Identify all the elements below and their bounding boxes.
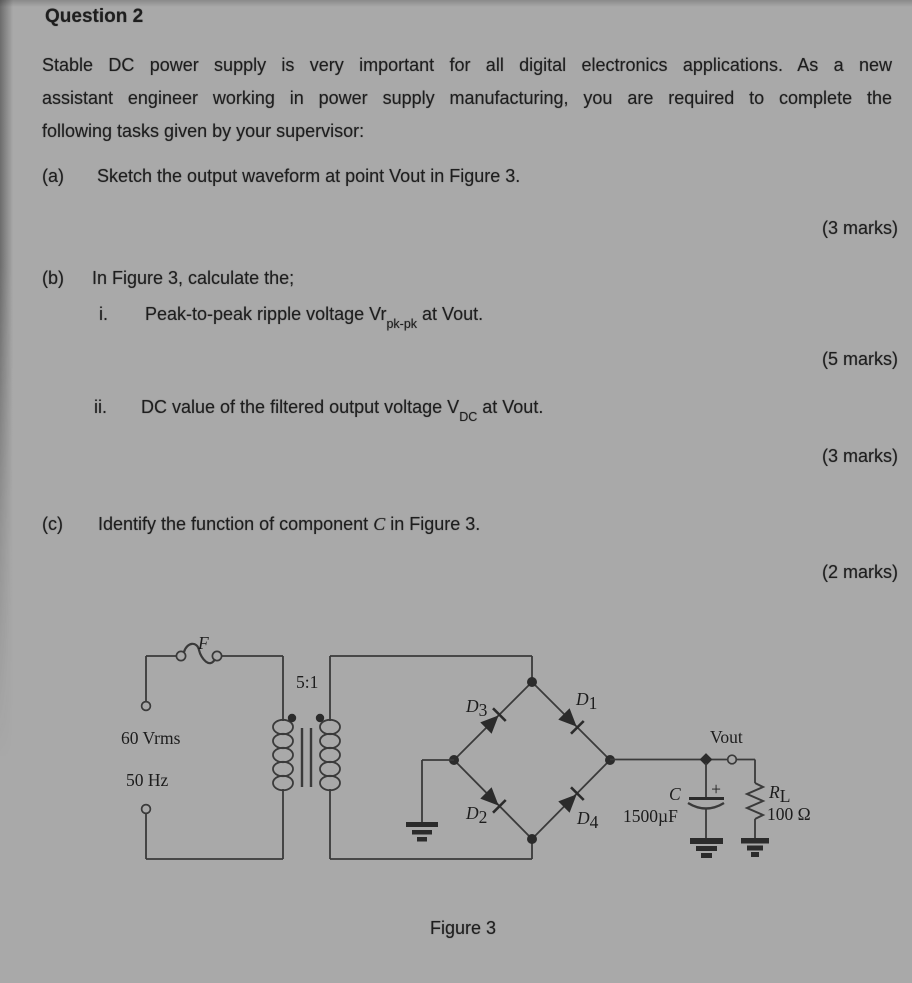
ground-bar (747, 845, 763, 851)
part-b-i-text: Peak-to-peak ripple voltage Vrpk-pk at V… (145, 304, 484, 332)
question-title: Question 2 (45, 6, 144, 27)
bridge-node-top (527, 677, 537, 687)
coil-turn (272, 746, 294, 764)
part-c-component: C (373, 514, 386, 534)
intro-line: following tasks given by your supervisor… (42, 121, 365, 141)
diode-d1-label: D1 (575, 689, 597, 713)
ground-bar (696, 846, 717, 851)
part-b-label: (b) (42, 268, 64, 288)
diode-d4-label: D4 (576, 808, 599, 832)
coil-turn (272, 760, 294, 778)
capacitor-name-label: C (669, 784, 681, 804)
part-b-ii-label: ii. (94, 397, 107, 417)
resistor-zigzag (744, 782, 766, 820)
ground-bar (741, 838, 769, 844)
intro-paragraph: Stable DC power supply is very important… (42, 49, 892, 148)
fuse-terminal (211, 650, 223, 662)
load-resistor-name-label: RL (768, 782, 790, 806)
part-b-i-label: i. (99, 304, 108, 324)
diode-d2-icon (480, 787, 507, 814)
part-b-i-prefix: Peak-to-peak ripple voltage Vr (145, 304, 387, 324)
ground-bar (417, 837, 427, 842)
load-resistor-value-label: 100 Ω (767, 804, 811, 824)
source-frequency-label: 50 Hz (126, 770, 169, 790)
diode-bar (570, 720, 585, 735)
capacitor-polarity-label: + (711, 779, 721, 799)
intro-line: Stable DC power supply is very important… (42, 55, 892, 75)
bridge-rectifier (406, 677, 615, 844)
coil-turn (272, 718, 294, 736)
diode-bar (570, 786, 585, 801)
ground-bar (412, 830, 432, 835)
transformer-core (300, 728, 313, 787)
part-a-text: Sketch the output waveform at point Vout… (97, 166, 521, 186)
transformer-secondary-coil (319, 718, 341, 792)
source-voltage-label: 60 Vrms (121, 728, 181, 748)
ground-bar (701, 853, 712, 858)
part-b-text: In Figure 3, calculate the; (92, 268, 295, 288)
resistor-rl (741, 759, 769, 857)
coil-turn (272, 774, 294, 792)
part-c-marks: (2 marks) (822, 562, 898, 582)
capacitor-plate-curved (687, 801, 725, 810)
turns-ratio-label: 5:1 (296, 672, 318, 692)
phasing-dot-primary (287, 713, 297, 723)
ground-icon (690, 838, 723, 858)
diode-bar (492, 799, 507, 814)
bridge-node-bottom (527, 834, 537, 844)
diode-d2-label: D2 (465, 803, 487, 827)
diode-triangle (480, 787, 499, 806)
capacitor-c (687, 763, 725, 858)
fuse-element (182, 642, 216, 665)
vout-label: Vout (710, 727, 743, 747)
part-b-ii-marks: (3 marks) (822, 446, 898, 466)
diode-d3-icon (480, 707, 507, 734)
coil-turn (319, 774, 341, 792)
fuse-label: F (197, 633, 209, 653)
part-b-ii-prefix: DC value of the filtered output voltage … (141, 397, 460, 417)
transformer-primary-coil (272, 718, 294, 792)
capacitor-value-label: 1500µF (623, 806, 678, 826)
coil-turn (319, 718, 341, 736)
coil-turn (272, 732, 294, 750)
part-c-suffix: in Figure 3. (385, 514, 481, 534)
ground-icon (741, 838, 769, 857)
source-terminal-bottom (140, 803, 152, 815)
phasing-dot-secondary (315, 713, 325, 723)
diode-d3-label: D3 (465, 696, 488, 720)
ground-bar (690, 838, 723, 844)
diode-triangle (558, 708, 577, 727)
figure-3-circuit-diagram: F 5:1 60 Vrms 50 Hz D3 D1 D2 D4 Vout C 1… (121, 633, 811, 860)
part-c-prefix: Identify the function of component (98, 514, 374, 534)
part-b-ii-subscript: DC (459, 410, 478, 425)
vout-terminal (726, 754, 738, 765)
ground-icon (406, 822, 438, 842)
intro-line: assistant engineer working in power supp… (42, 88, 892, 108)
fuse-icon (175, 642, 223, 665)
part-c-label: (c) (42, 514, 63, 534)
part-b-ii-suffix: at Vout. (477, 397, 544, 417)
part-b-i-suffix: at Vout. (417, 304, 484, 324)
ground-bar (751, 852, 759, 857)
primary-circuit (140, 642, 294, 860)
coil-turn (319, 760, 341, 778)
diode-triangle (480, 715, 499, 734)
part-b-ii-text: DC value of the filtered output voltage … (141, 397, 544, 425)
diode-d4-icon (558, 786, 585, 813)
diode-d1-icon (558, 708, 585, 735)
diode-triangle (558, 794, 577, 813)
coil-turn (319, 732, 341, 750)
ground-bar (406, 822, 438, 827)
part-c-text: Identify the function of component C in … (98, 514, 480, 535)
part-b-i-marks: (5 marks) (822, 349, 898, 369)
source-terminal-top (140, 700, 152, 712)
figure-caption: Figure 3 (430, 918, 497, 938)
diode-bar (492, 707, 507, 722)
part-a-marks: (3 marks) (822, 218, 898, 238)
fuse-terminal (175, 650, 187, 662)
coil-turn (319, 746, 341, 764)
secondary-circuit (319, 655, 533, 860)
part-a-label: (a) (42, 166, 64, 186)
part-b-i-subscript: pk-pk (386, 317, 418, 332)
